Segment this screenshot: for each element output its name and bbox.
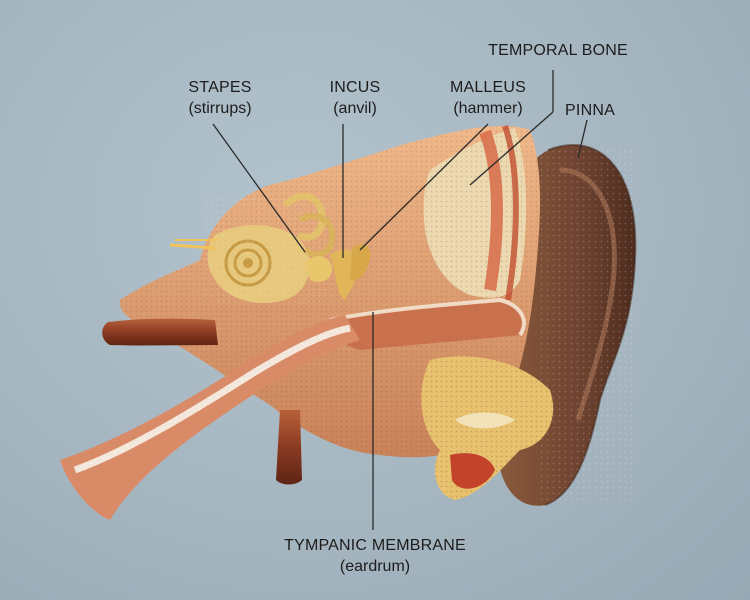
temporal-bone-title: TEMPORAL BONE [488,42,628,59]
stapes-label: STAPES (stirrups) [160,77,280,119]
tympanic-membrane-title: TYMPANIC MEMBRANE [284,537,466,554]
inner-ear-shape [169,192,336,305]
stapes-title: STAPES [188,79,252,96]
ear-canal-shape [329,297,526,350]
tympanic-membrane-subtitle: (eardrum) [339,558,411,575]
pinna-label: PINNA [545,100,635,121]
stapes-leader-line [212,123,306,253]
temporal-bone-label: TEMPORAL BONE [468,40,648,61]
incus-subtitle: (anvil) [333,100,377,117]
eustachian-tube-shape [60,315,360,520]
pinna-leader-line [577,119,588,159]
incus-title: INCUS [329,79,381,96]
malleus-leader-line [359,123,489,251]
malleus-label: MALLEUS (hammer) [428,77,548,119]
leader-lines [212,70,588,530]
lower-bone-region [421,356,554,500]
tympanic-membrane-label: TYMPANIC MEMBRANE (eardrum) [250,535,500,577]
temporal-bone-shape [423,125,527,301]
ossicles-shape [305,244,371,300]
temporal-bone-leader-line-2 [469,111,554,186]
stapes-subtitle: (stirrups) [188,100,252,117]
malleus-subtitle: (hammer) [453,100,523,117]
incus-label: INCUS (anvil) [295,77,415,119]
pinna-title: PINNA [565,102,615,119]
blood-vessel-shapes [102,318,302,485]
malleus-title: MALLEUS [449,79,527,96]
